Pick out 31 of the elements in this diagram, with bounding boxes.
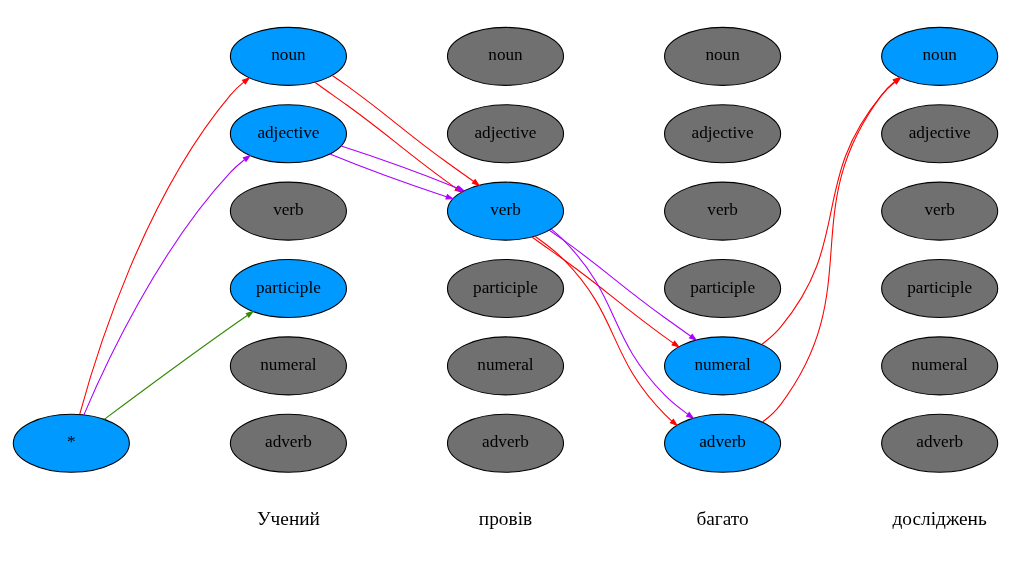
node-ellipse: verb xyxy=(229,181,347,241)
node-ellipse: * xyxy=(12,413,130,473)
node-ellipse: participle xyxy=(880,258,998,318)
node-ellipse: numeral xyxy=(880,335,998,395)
node-ellipse: noun xyxy=(663,26,781,86)
node-ellipse: adjective xyxy=(880,103,998,163)
label: провів xyxy=(478,507,532,529)
node-ellipse: adjective xyxy=(663,103,781,163)
label: досліджень xyxy=(892,507,987,529)
arrow xyxy=(548,229,697,341)
node-ellipse: adverb xyxy=(880,413,998,473)
arrow xyxy=(103,310,254,420)
label: Учений xyxy=(256,507,320,529)
arrow xyxy=(82,154,251,415)
arrow xyxy=(78,76,250,415)
node-ellipse: verb xyxy=(663,181,781,241)
node-ellipse: adjective xyxy=(446,103,564,163)
node-ellipse: verb xyxy=(880,181,998,241)
node-ellipse: numeral xyxy=(446,335,564,395)
node-ellipse: adverb xyxy=(446,413,564,473)
node-ellipse: noun xyxy=(446,26,564,86)
node-ellipse: adverb xyxy=(229,413,347,473)
arrow xyxy=(533,235,678,426)
arrow xyxy=(550,228,694,419)
arrow xyxy=(531,235,680,348)
arrow xyxy=(328,153,454,200)
node-ellipse: participle xyxy=(663,258,781,318)
node-ellipse: numeral xyxy=(229,335,347,395)
arrow xyxy=(331,74,480,186)
label: багато xyxy=(695,507,749,529)
node-ellipse: participle xyxy=(446,258,564,318)
